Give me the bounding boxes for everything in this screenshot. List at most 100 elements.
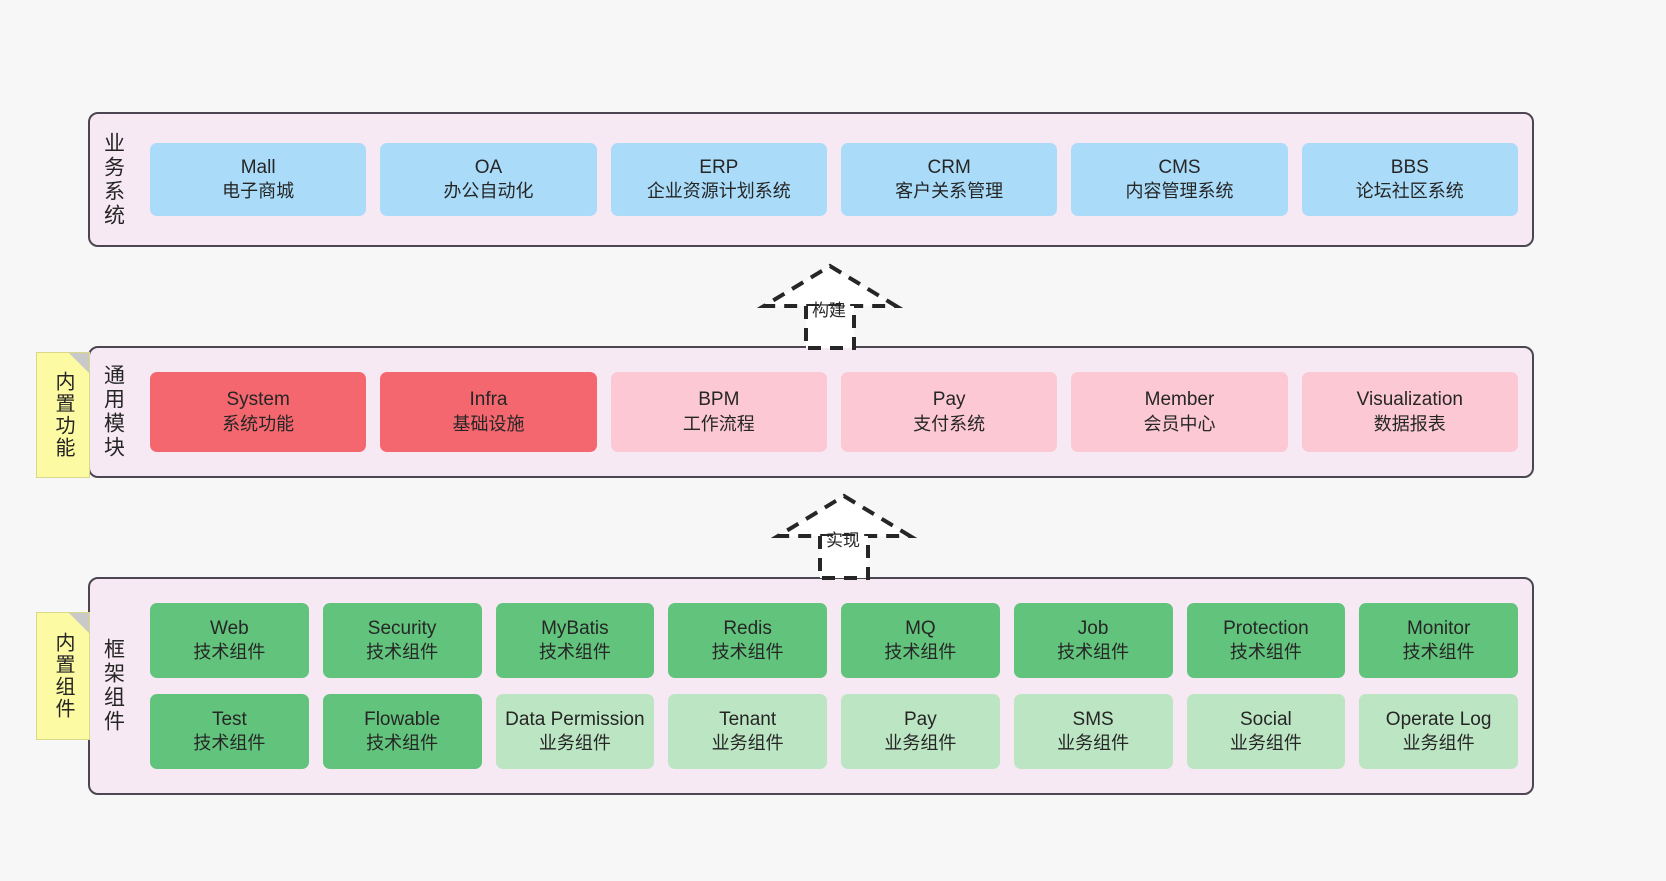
card-title-cn: 技术组件: [1229, 642, 1302, 663]
card-title-en: Security: [367, 617, 437, 639]
card-title-cn: 技术组件: [538, 642, 611, 663]
card-title-cn: 业务组件: [1229, 733, 1302, 754]
card-title-en: System: [226, 389, 290, 411]
card-sms[interactable]: SMS 业务组件: [1013, 694, 1173, 769]
card-erp[interactable]: ERP 企业资源计划系统: [610, 143, 827, 216]
card-title-cn: 企业资源计划系统: [646, 181, 791, 202]
card-title-cn: 业务组件: [711, 733, 784, 754]
note-builtin-feature-label: 内置功能: [52, 371, 74, 459]
connector-implement: 实现: [770, 492, 918, 580]
card-title-cn: 技术组件: [884, 642, 957, 663]
card-title-en: Infra: [469, 389, 508, 411]
card-title-en: Flowable: [364, 708, 441, 730]
card-title-cn: 系统功能: [222, 413, 295, 434]
card-bbs[interactable]: BBS 论坛社区系统: [1301, 143, 1518, 216]
card-mq[interactable]: MQ 技术组件: [841, 603, 1000, 678]
card-tenant[interactable]: Tenant 业务组件: [668, 694, 827, 769]
card-title-en: BPM: [698, 389, 740, 411]
card-title-cn: 支付系统: [913, 413, 986, 434]
card-title-en: CRM: [927, 156, 971, 178]
card-title-cn: 业务组件: [1057, 733, 1130, 754]
card-title-cn: 技术组件: [193, 733, 266, 754]
card-title-cn: 业务组件: [538, 733, 611, 754]
card-redis[interactable]: Redis 技术组件: [668, 603, 827, 678]
card-flowable[interactable]: Flowable 技术组件: [322, 694, 482, 769]
note-builtin-component: 内置组件: [36, 612, 90, 740]
note-builtin-component-label: 内置组件: [52, 632, 74, 720]
card-title-cn: 技术组件: [366, 733, 439, 754]
connector-stem-icon: [818, 536, 870, 580]
card-title-cn: 数据报表: [1373, 413, 1446, 434]
connector-build-label: 构建: [812, 301, 846, 320]
card-test[interactable]: Test 技术组件: [150, 694, 309, 769]
card-title-en: MyBatis: [541, 617, 609, 639]
note-builtin-feature: 内置功能: [36, 352, 90, 478]
card-title-cn: 技术组件: [193, 642, 266, 663]
card-title-cn: 办公自动化: [443, 181, 534, 202]
card-title-en: Mall: [240, 156, 276, 178]
card-title-en: Redis: [723, 617, 772, 639]
card-title-cn: 业务组件: [1402, 733, 1475, 754]
card-title-cn: 技术组件: [1402, 642, 1475, 663]
layer-common-module-title: 通用模块: [101, 364, 125, 460]
card-job[interactable]: Job 技术组件: [1013, 603, 1173, 678]
card-title-cn: 技术组件: [1057, 642, 1130, 663]
card-title-en: Test: [211, 708, 247, 730]
connector-stem-icon: [804, 306, 856, 350]
card-title-en: ERP: [699, 156, 739, 178]
card-title-cn: 内容管理系统: [1125, 181, 1234, 202]
card-title-en: Monitor: [1406, 617, 1471, 639]
card-title-en: MQ: [905, 617, 936, 639]
layer-framework-component-title: 框架组件: [101, 638, 125, 734]
card-title-en: Web: [210, 617, 249, 639]
layer-business-system-title: 业务系统: [101, 131, 125, 228]
card-title-en: Tenant: [719, 708, 777, 730]
card-monitor[interactable]: Monitor 技术组件: [1359, 603, 1518, 678]
card-title-cn: 论坛社区系统: [1355, 181, 1464, 202]
card-title-cn: 会员中心: [1143, 413, 1216, 434]
card-title-en: Visualization: [1356, 389, 1463, 411]
card-title-en: Pay: [904, 708, 937, 730]
connector-build: 构建: [756, 262, 904, 350]
card-title-en: Operate Log: [1385, 708, 1492, 730]
card-title-en: CMS: [1158, 156, 1201, 178]
card-cms[interactable]: CMS 内容管理系统: [1071, 143, 1288, 216]
card-title-cn: 技术组件: [711, 642, 784, 663]
card-title-en: BBS: [1390, 156, 1429, 178]
card-pay[interactable]: Pay 业务组件: [841, 694, 1000, 769]
card-title-en: Member: [1144, 389, 1215, 411]
card-protection[interactable]: Protection 技术组件: [1186, 603, 1346, 678]
card-title-cn: 工作流程: [682, 413, 755, 434]
card-title-en: OA: [474, 156, 503, 178]
connector-implement-label: 实现: [826, 531, 860, 550]
card-title-en: Pay: [932, 389, 966, 411]
card-web[interactable]: Web 技术组件: [150, 603, 309, 678]
card-title-en: SMS: [1072, 708, 1114, 730]
card-mybatis[interactable]: MyBatis 技术组件: [495, 603, 655, 678]
card-title-en: Protection: [1223, 617, 1309, 639]
card-title-cn: 基础设施: [452, 413, 525, 434]
card-operate-log[interactable]: Operate Log 业务组件: [1359, 694, 1518, 769]
card-title-en: Job: [1077, 617, 1109, 639]
card-oa[interactable]: OA 办公自动化: [380, 143, 597, 216]
card-title-cn: 业务组件: [884, 733, 957, 754]
